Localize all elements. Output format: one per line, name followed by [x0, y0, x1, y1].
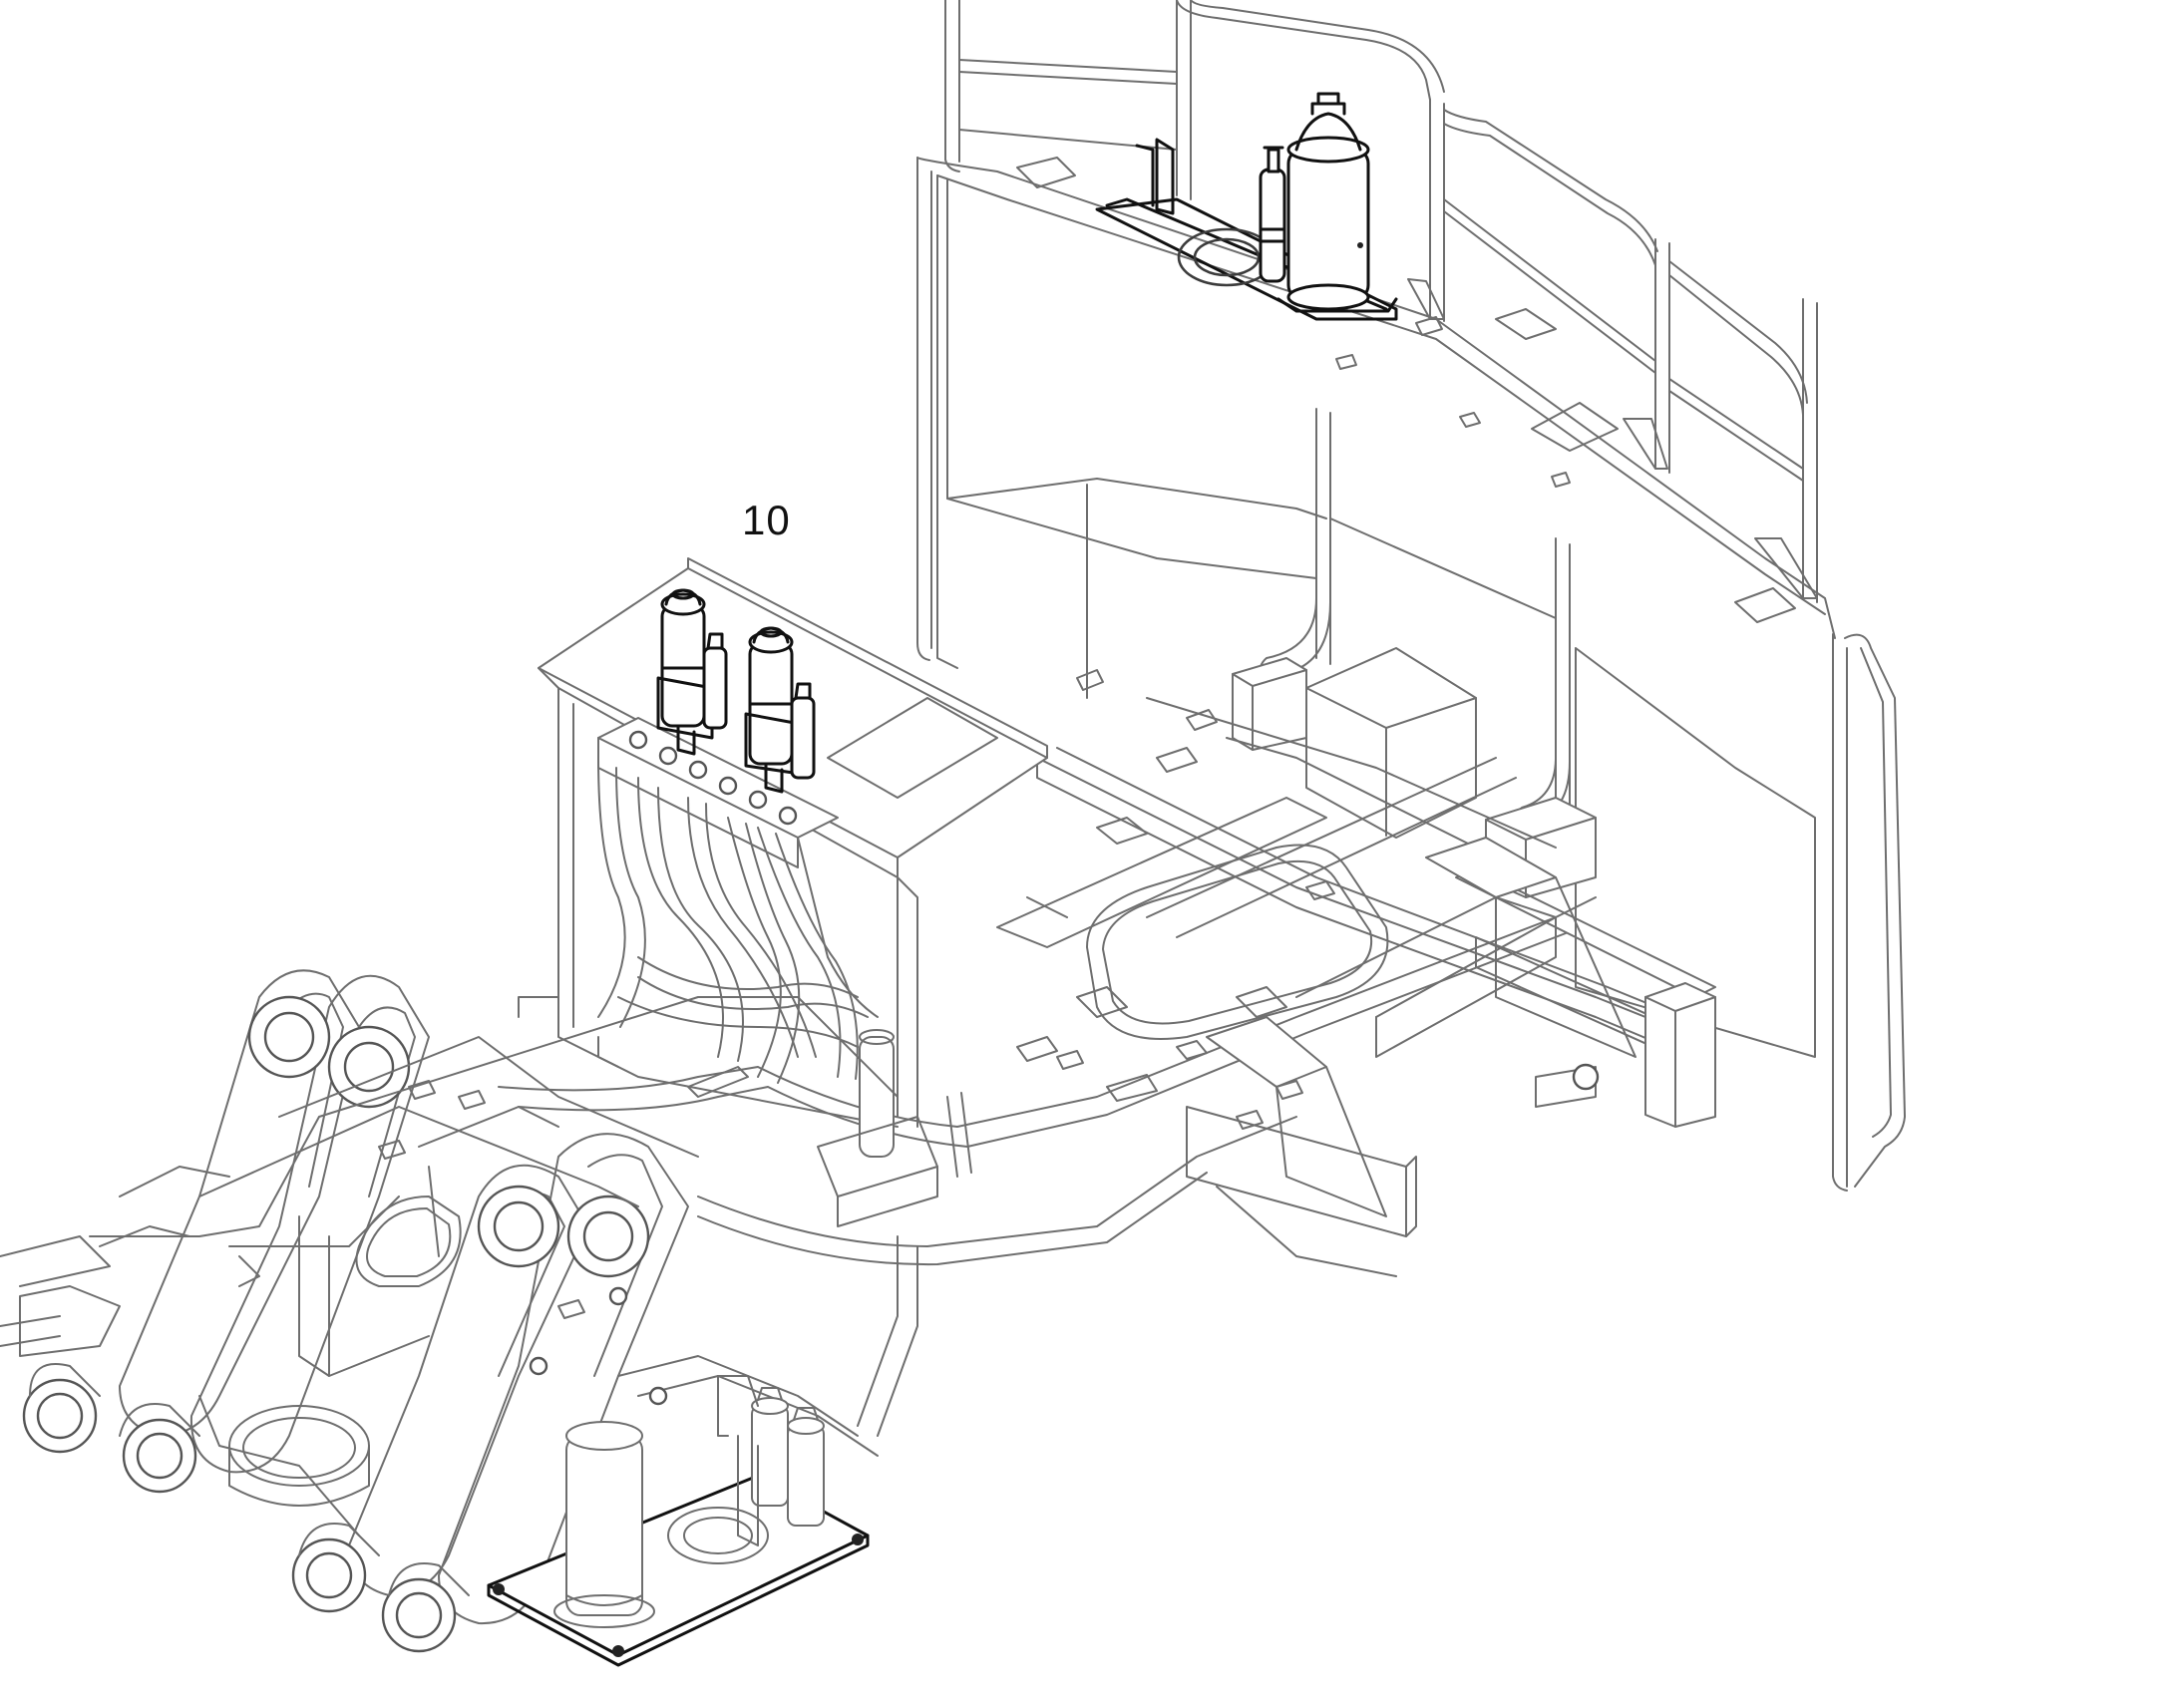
main-chassis-frame [498, 669, 1716, 1277]
front-pivot-frame [0, 969, 918, 1653]
battery-box [1232, 647, 1597, 898]
accumulator-pair-item-10 [656, 588, 816, 794]
callout-label-10: 10 [742, 497, 791, 543]
front-accumulator-plate [487, 1375, 870, 1667]
deck-brackets [1016, 157, 1796, 623]
upper-accumulator-assembly [1095, 92, 1398, 321]
